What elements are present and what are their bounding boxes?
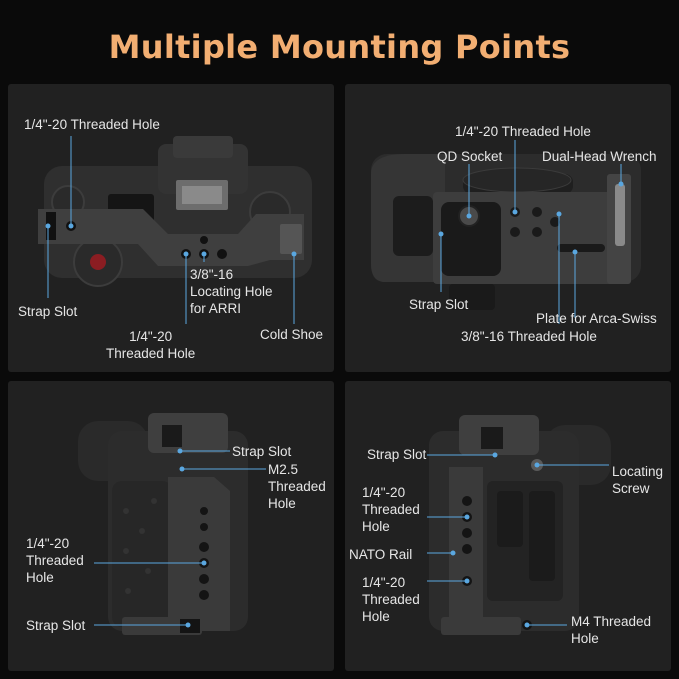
label-line: 1/4"-20 bbox=[362, 485, 406, 500]
label-threaded-hole-b: 1/4"-20 Threaded Hole bbox=[362, 574, 420, 625]
panel-left-side: Strap Slot M2.5 Threaded Hole 1/4"-20 Th… bbox=[8, 381, 334, 671]
label-line: Threaded bbox=[362, 502, 420, 517]
label-m4-threaded-hole: M4 Threaded Hole bbox=[571, 613, 651, 647]
label-strap-slot: Strap Slot bbox=[18, 304, 78, 319]
label-threaded-hole: 1/4"-20 Threaded Hole bbox=[26, 535, 84, 586]
label-line: Hole bbox=[362, 609, 390, 624]
label-qd-socket: QD Socket bbox=[437, 149, 503, 164]
label-line: M4 Threaded bbox=[571, 614, 652, 629]
label-locating-hole: 3/8"-16 Locating Hole for ARRI bbox=[190, 266, 273, 317]
label-strap-slot-top: Strap Slot bbox=[232, 444, 292, 459]
camera-right-side-illustration bbox=[427, 415, 611, 635]
label-cold-shoe: Cold Shoe bbox=[260, 327, 324, 342]
label-strap-slot-bottom: Strap Slot bbox=[26, 618, 86, 633]
label-line: Threaded bbox=[362, 592, 420, 607]
camera-bottom-view-illustration bbox=[371, 140, 641, 324]
label-dual-head-wrench: Dual-Head Wrench bbox=[542, 149, 657, 164]
label-line: Threaded Hole bbox=[106, 346, 196, 361]
label-line: Screw bbox=[612, 481, 650, 496]
label-threaded-hole-bottom: 1/4"-20 Threaded Hole bbox=[106, 328, 195, 362]
page-title: Multiple Mounting Points bbox=[108, 28, 571, 66]
camera-top-view-illustration bbox=[38, 136, 312, 324]
label-line: Hole bbox=[26, 570, 54, 585]
label-m25-threaded-hole: M2.5 Threaded Hole bbox=[268, 461, 326, 512]
label-line: Threaded bbox=[268, 479, 326, 494]
label-locating-screw: Locating Screw bbox=[612, 463, 663, 497]
label-threaded-hole-a: 1/4"-20 Threaded Hole bbox=[362, 484, 420, 535]
label-line: Locating bbox=[612, 464, 664, 479]
label-threaded-hole-38: 3/8"-16 Threaded Hole bbox=[461, 329, 597, 344]
label-line: 1/4"-20 bbox=[26, 536, 70, 551]
label-line: Hole bbox=[571, 631, 599, 646]
label-line: M2.5 bbox=[268, 462, 299, 477]
label-line: 3/8"-16 bbox=[190, 267, 234, 282]
label-line: Hole bbox=[362, 519, 390, 534]
label-arca-plate: Plate for Arca-Swiss bbox=[536, 311, 657, 326]
label-line: Hole bbox=[268, 496, 296, 511]
label-line: 1/4"-20 bbox=[129, 329, 173, 344]
label-line: for ARRI bbox=[190, 301, 242, 316]
panel-top-view: 1/4"-20 Threaded Hole Strap Slot 1/4"-20… bbox=[8, 84, 334, 372]
panel-right-side: Strap Slot Locating Screw 1/4"-20 Thread… bbox=[345, 381, 671, 671]
panel-bottom-view: 1/4"-20 Threaded Hole QD Socket Dual-Hea… bbox=[345, 84, 671, 372]
label-line: Locating Hole bbox=[190, 284, 273, 299]
label-threaded-hole-top: 1/4"-20 Threaded Hole bbox=[455, 124, 591, 139]
label-line: Threaded bbox=[26, 553, 84, 568]
label-strap-slot: Strap Slot bbox=[409, 297, 469, 312]
label-nato-rail: NATO Rail bbox=[349, 547, 413, 562]
camera-left-side-illustration bbox=[78, 413, 266, 635]
label-threaded-hole-top: 1/4"-20 Threaded Hole bbox=[24, 117, 160, 132]
label-strap-slot: Strap Slot bbox=[367, 447, 427, 462]
label-line: 1/4"-20 bbox=[362, 575, 406, 590]
